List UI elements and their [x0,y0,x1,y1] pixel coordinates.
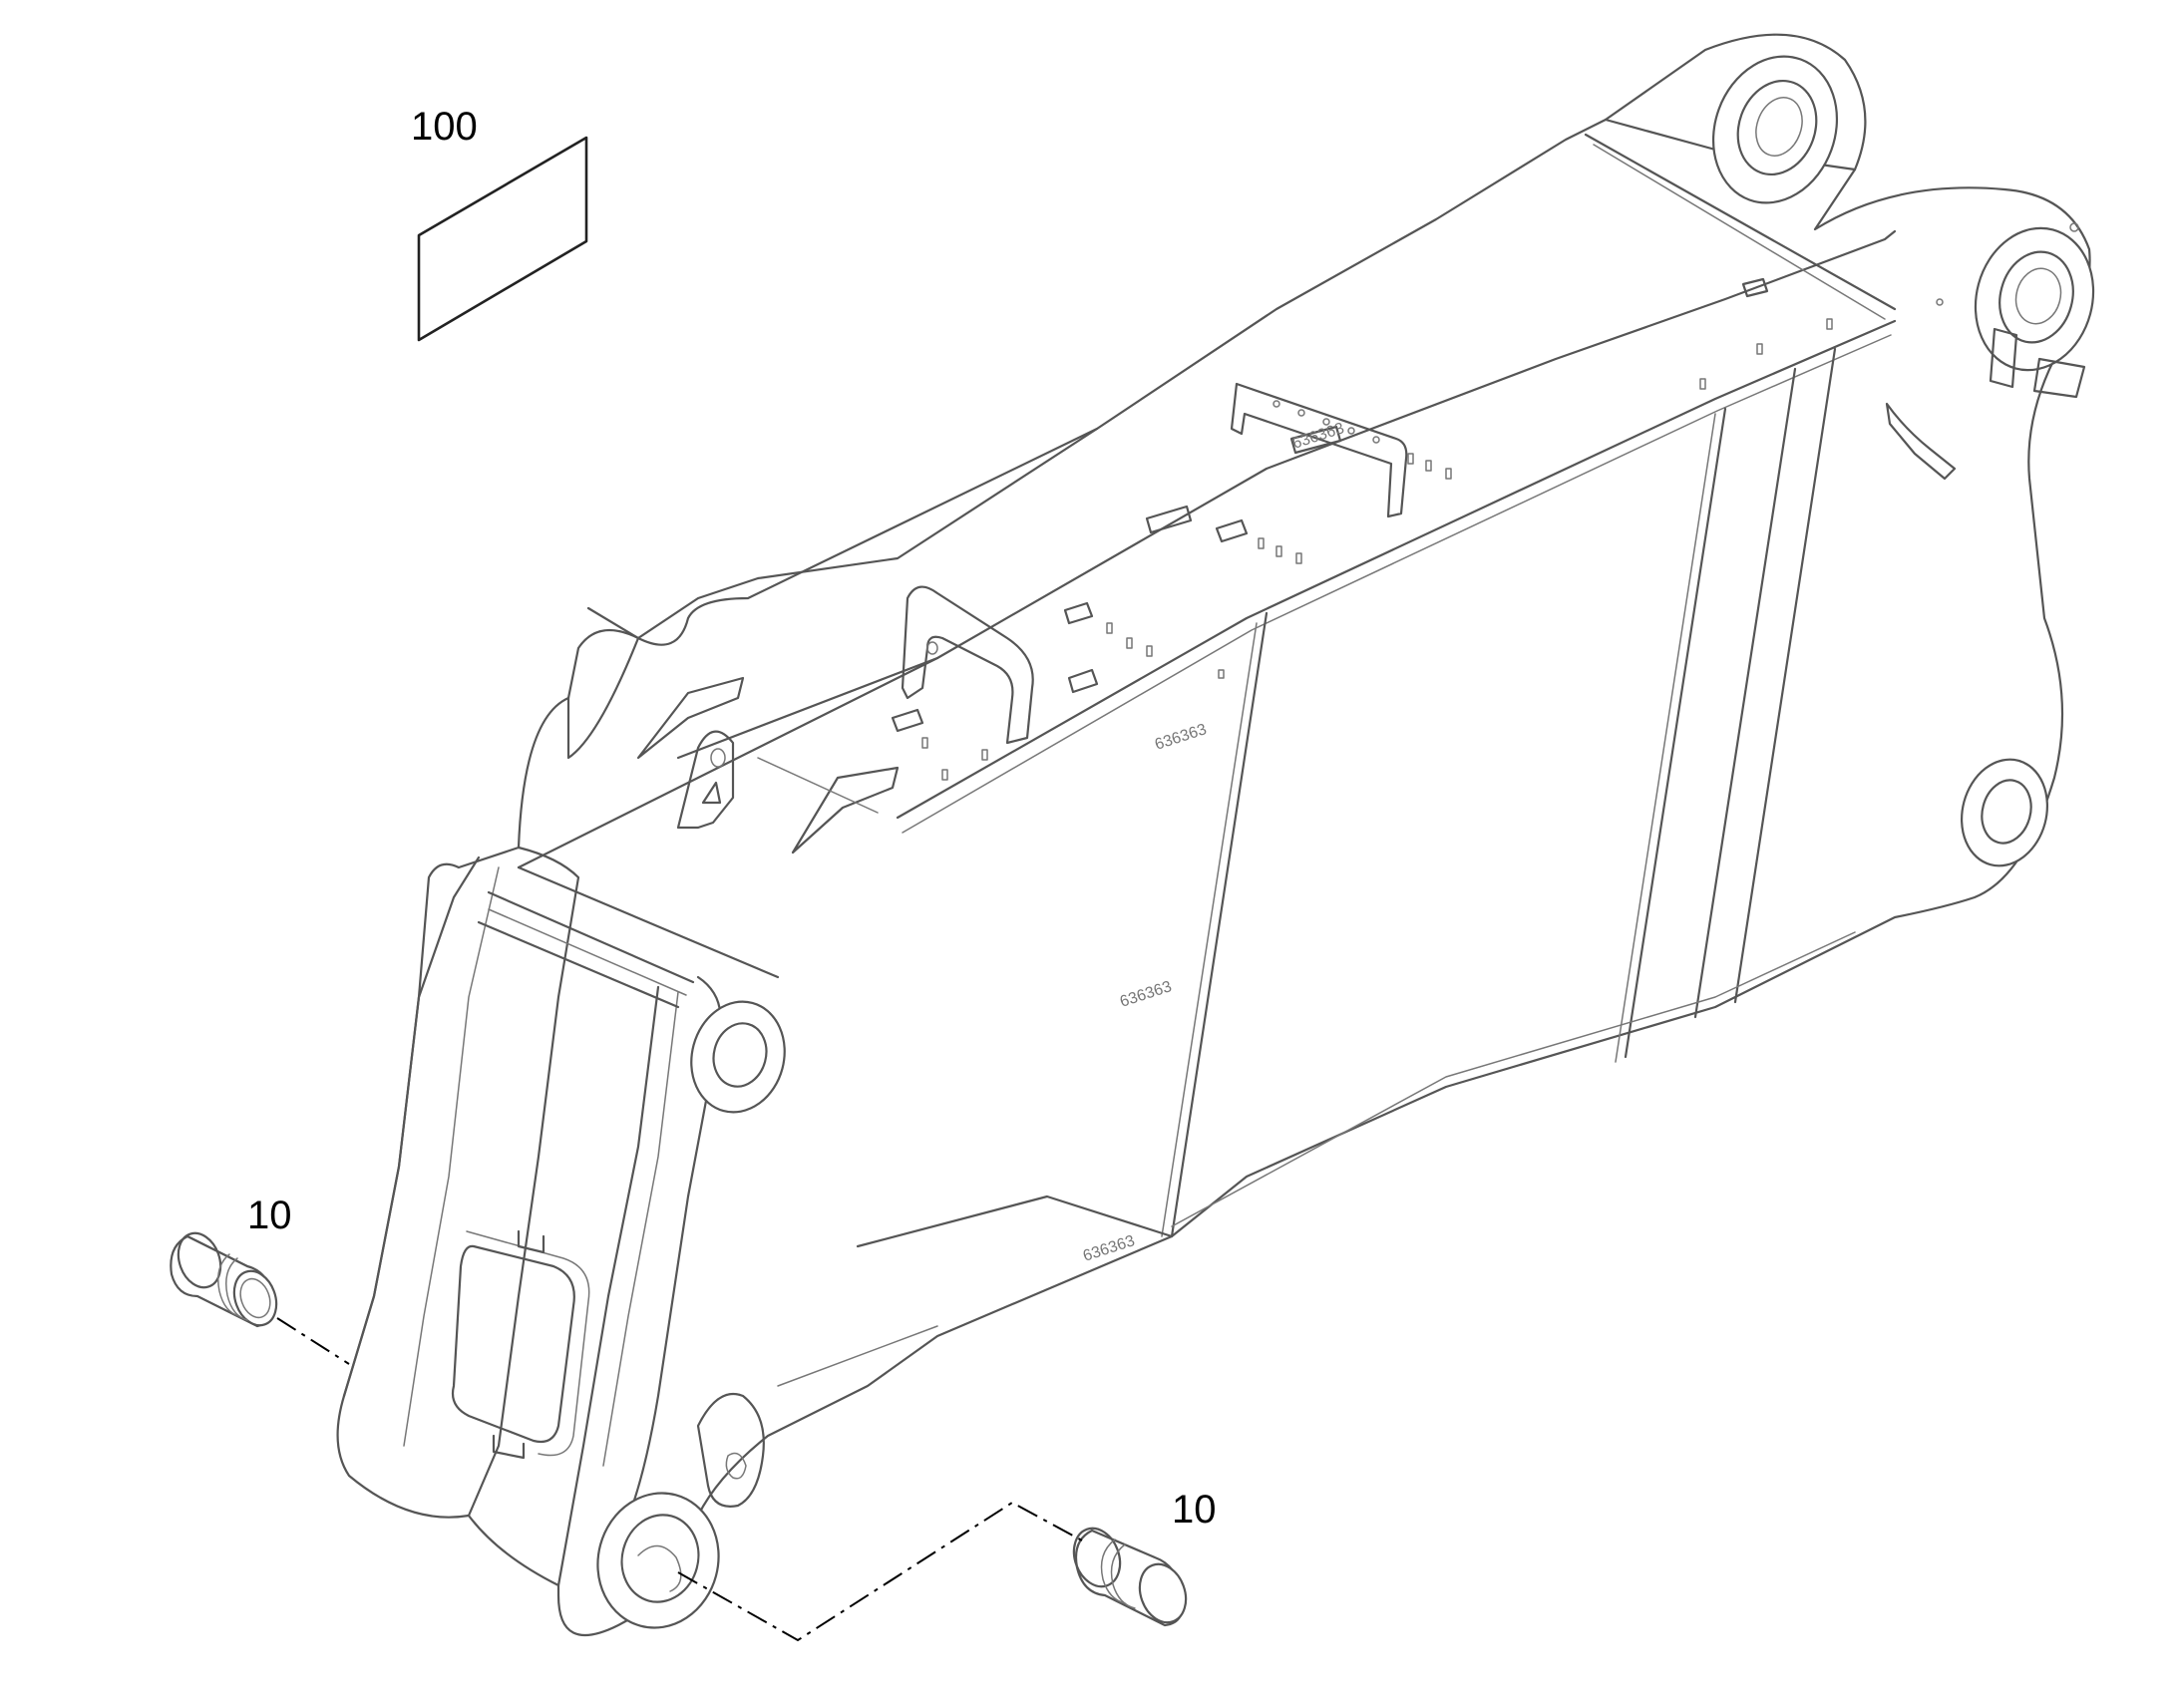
pin-right [1072,1527,1188,1627]
fork-upper-boss [690,1000,786,1114]
boom-body [336,33,2091,1637]
callout-10-left-label: 10 [247,1194,292,1237]
leader-line-left [276,1317,350,1365]
bushing-left [170,1231,278,1328]
callout-10-right-label: 10 [1172,1488,1217,1532]
leader-line-right [677,1501,1083,1642]
decal-plate [417,136,588,342]
lower-right-boss [1960,758,2049,867]
callout-100-label: 100 [411,105,478,149]
upper-right-boss [1974,226,2095,372]
top-boss [1711,55,1839,204]
top-hardware [636,222,2086,854]
fork-end-boss [596,1492,720,1629]
